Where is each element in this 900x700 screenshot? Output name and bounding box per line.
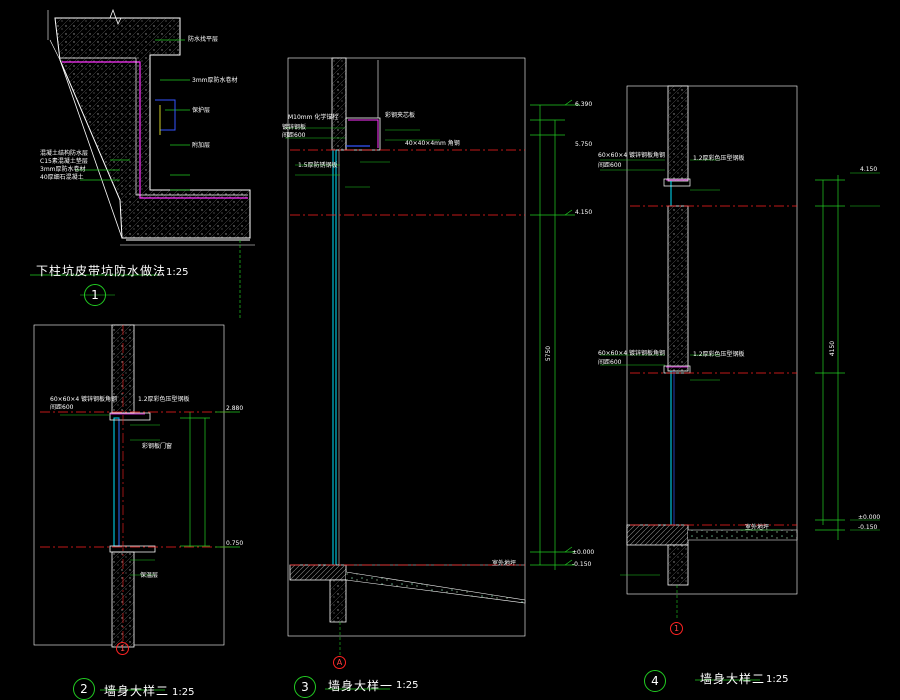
d1-note-b: 3mm厚防水卷材 bbox=[192, 77, 238, 84]
d1-note-c: 保护层 bbox=[192, 107, 211, 114]
d4-note-c2: 1.2厚彩色压型钢板 bbox=[693, 351, 745, 358]
d4-level-3: -0.150 bbox=[858, 524, 878, 531]
detail-2-wall-section bbox=[33, 324, 240, 691]
detail-2-title: 墙身大样二 bbox=[104, 684, 170, 698]
detail-3-wall-section bbox=[285, 57, 580, 690]
detail-1-number-circle: 1 bbox=[84, 284, 106, 306]
d1-note-d: 附加层 bbox=[192, 142, 211, 149]
d4-level-1: 4.150 bbox=[860, 166, 878, 173]
d4-note-a2: 60×60×4 镀锌钢板角钢 bbox=[598, 350, 666, 357]
d2-note-b: 间距600 bbox=[50, 404, 74, 411]
d2-note-a: 60×60×4 镀锌钢板角钢 bbox=[50, 396, 118, 403]
detail-2-scale: 1:25 bbox=[172, 687, 195, 698]
d4-note-b2: 间距600 bbox=[598, 359, 622, 366]
d1-left-4: 40厚细石混凝土 bbox=[40, 174, 84, 181]
d2-level-bot: 0.750 bbox=[226, 540, 244, 547]
grid-bubble-detail-3: A bbox=[333, 656, 346, 669]
detail-1-scale: 1:25 bbox=[166, 267, 189, 278]
d4-note-d: 室外地坪 bbox=[745, 524, 770, 531]
d4-total-dim: 4150 bbox=[829, 340, 837, 357]
grid-bubble-detail-2: 1 bbox=[116, 642, 129, 655]
d4-note-c1: 1.2厚彩色压型钢板 bbox=[693, 155, 745, 162]
d3-level-2: 5.750 bbox=[575, 141, 593, 148]
d1-left-1: 混凝土结构防水层 bbox=[40, 150, 89, 157]
d4-note-a1: 60×60×4 镀锌钢板角钢 bbox=[598, 152, 666, 159]
detail-4-scale: 1:25 bbox=[766, 674, 789, 685]
d2-level-top: 2.880 bbox=[226, 405, 244, 412]
d3-note-a: M10mm 化学锚栓 bbox=[288, 114, 339, 121]
d3-total-dim: 5750 bbox=[545, 345, 553, 362]
d3-level-4: ±0.000 bbox=[572, 549, 595, 556]
d3-note-f: 彩钢夹芯板 bbox=[385, 112, 416, 119]
d3-note-c: 间距600 bbox=[282, 132, 306, 139]
grid-bubble-detail-4: 1 bbox=[670, 622, 683, 635]
d3-note-b: 镀锌钢板 bbox=[282, 124, 307, 131]
detail-1-concrete-wall bbox=[54, 17, 251, 239]
detail-4-upper-wall bbox=[667, 85, 689, 182]
d3-note-d: 40×40×4mm 角钢 bbox=[405, 140, 460, 147]
detail-1-waterproof-layer bbox=[62, 61, 248, 199]
d1-note-a: 防水找平层 bbox=[188, 36, 219, 43]
d4-note-b1: 间距600 bbox=[598, 162, 622, 169]
detail-4-title: 墙身大样二 bbox=[700, 672, 766, 686]
detail-4-ground-slab bbox=[626, 524, 689, 546]
d1-left-2: C15素混凝土垫层 bbox=[40, 158, 88, 165]
detail-1-pit-waterproofing bbox=[30, 8, 255, 320]
d3-level-5: -0.150 bbox=[572, 561, 592, 568]
detail-3-number-circle: 3 bbox=[294, 676, 316, 698]
d2-note-d: 彩钢板门窗 bbox=[142, 443, 173, 450]
detail-1-title: 下柱坑皮带坑防水做法 bbox=[36, 264, 167, 278]
d3-note-g: 室外地坪 bbox=[492, 560, 517, 567]
detail-4-number-circle: 4 bbox=[644, 670, 666, 692]
detail-3-title: 墙身大样一 bbox=[328, 679, 394, 693]
d3-level-3: 4.150 bbox=[575, 209, 593, 216]
detail-3-upper-wall bbox=[331, 57, 347, 151]
d2-note-c: 1.2厚彩色压型钢板 bbox=[138, 396, 190, 403]
d1-left-3: 3mm厚防水卷材 bbox=[40, 166, 86, 173]
detail-4-middle-wall bbox=[667, 205, 689, 372]
detail-3-ground-slab bbox=[289, 564, 347, 581]
d4-level-2: ±0.000 bbox=[858, 514, 881, 521]
d3-note-e: 1.5厚防锈钢板 bbox=[298, 162, 338, 169]
detail-2-number-circle: 2 bbox=[73, 678, 95, 700]
d2-note-e: 保温层 bbox=[140, 572, 159, 579]
d3-level-1: 6.390 bbox=[575, 101, 593, 108]
detail-3-scale: 1:25 bbox=[396, 680, 419, 691]
detail-4-wall-section bbox=[600, 85, 880, 681]
